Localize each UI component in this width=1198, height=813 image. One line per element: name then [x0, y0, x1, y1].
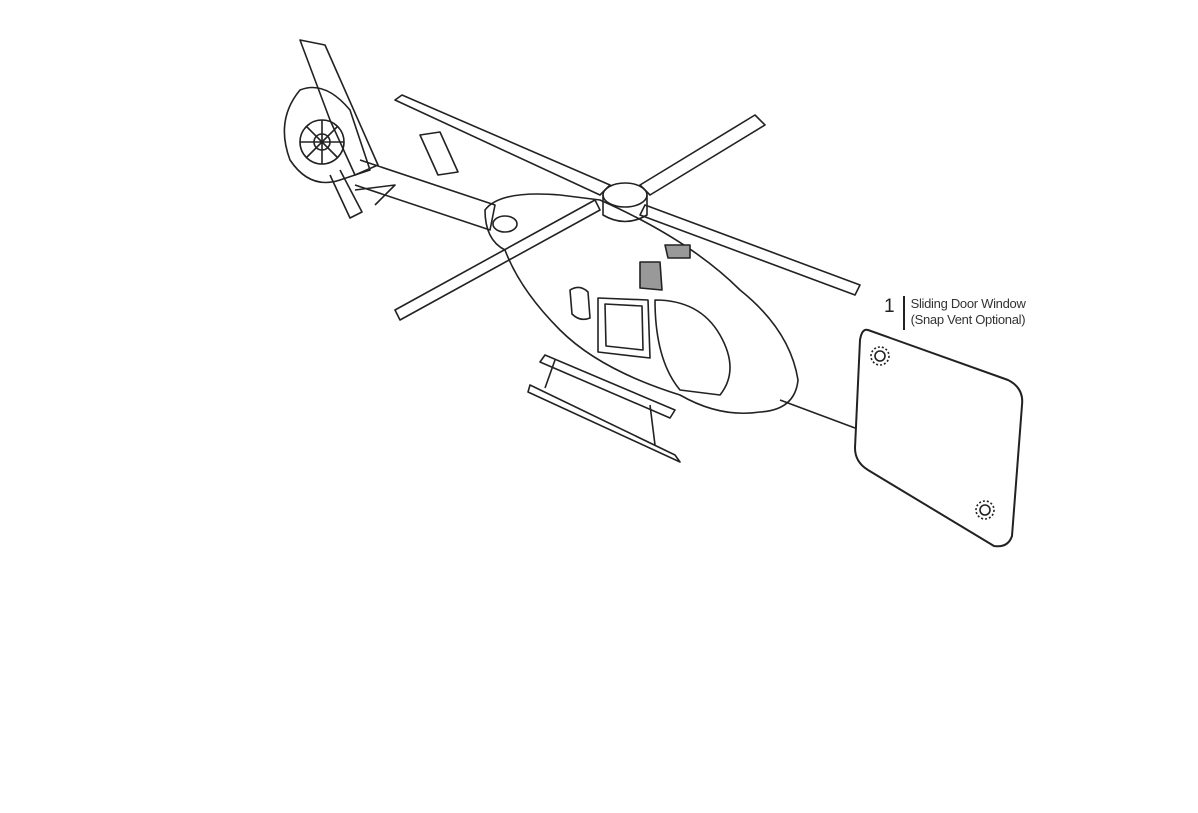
fuselage — [484, 193, 856, 429]
main-rotor — [394, 94, 861, 321]
callout-text: Sliding Door Window (Snap Vent Optional) — [911, 296, 1026, 328]
tail-fin — [299, 39, 379, 219]
callout-title: Sliding Door Window — [910, 296, 1026, 311]
snap-vent-icon — [870, 346, 890, 366]
sliding-door-window-part — [854, 328, 1024, 548]
callout-number: 1 — [884, 296, 895, 317]
tail-boom — [354, 131, 496, 231]
callout-divider — [902, 296, 905, 330]
callout-subtitle: (Snap Vent Optional) — [910, 312, 1026, 327]
fenestron — [283, 86, 371, 184]
landing-skids — [527, 354, 681, 463]
part-callout: 1 Sliding Door Window (Snap Vent Optiona… — [884, 296, 1026, 330]
snap-vent-icon — [975, 500, 995, 520]
